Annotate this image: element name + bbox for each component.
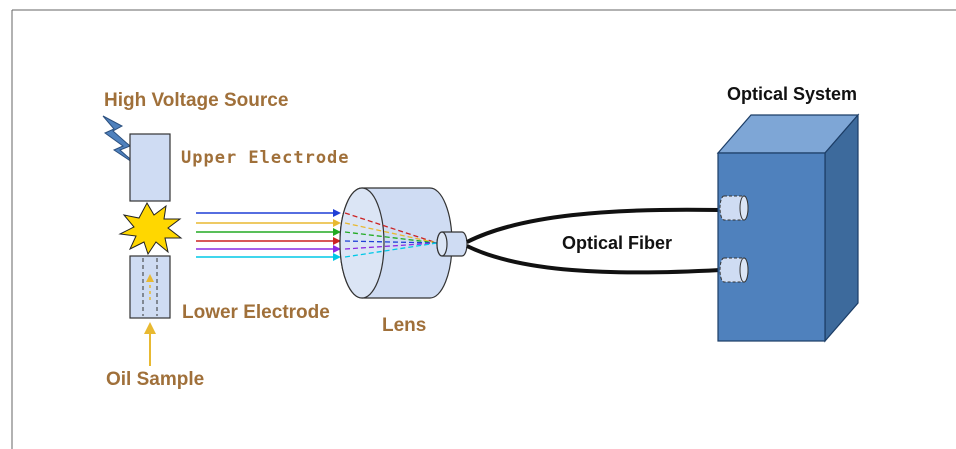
light-ray-green-arrowhead [333,228,341,236]
oil-sample-label: Oil Sample [106,369,205,390]
light-ray-blue-arrowhead [333,209,341,217]
lower-electrode-label: Lower Electrode [182,302,330,323]
light-ray-purple-arrowhead [333,245,341,253]
optical-system-label: Optical System [727,84,858,104]
optical-system-side [824,113,859,343]
lens-ray-red [344,212,438,244]
upper-electrode [129,133,171,202]
input-port-lower-face [739,257,749,283]
high-voltage-source-label: High Voltage Source [104,90,289,111]
lens-label: Lens [382,315,427,336]
optical-fiber-label: Optical Fiber [562,233,673,253]
lens-front-face [339,187,385,299]
optical-system-front [717,152,826,342]
lens-ray-purple [344,242,438,250]
light-ray-cyan-arrowhead [333,253,341,261]
optical-fiber-lower [466,244,721,275]
fiber-connector-face [436,231,448,257]
optical-fiber-upper [466,207,721,244]
oil-flow-arrowhead [146,274,154,282]
input-port-upper-face [739,195,749,221]
light-ray-yellow-arrowhead [333,219,341,227]
oil-sample-arrowhead [144,322,156,334]
spark-icon [118,201,183,256]
upper-electrode-label: Upper Electrode [181,148,350,168]
lens-ray-blue [344,240,438,244]
light-ray-red-arrowhead [333,237,341,245]
